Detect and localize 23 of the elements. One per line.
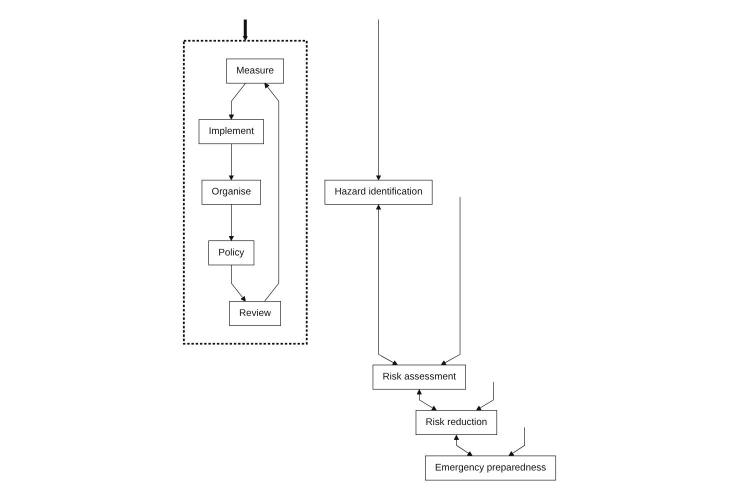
node-box: Policy [208, 240, 254, 265]
arrow [416, 388, 438, 410]
node-box: Emergency preparedness [425, 455, 556, 480]
arrow [228, 82, 246, 120]
arrow [376, 18, 382, 180]
arrow [228, 204, 234, 240]
arrow [231, 264, 246, 302]
cluster [183, 39, 308, 344]
node-box: Implement [198, 118, 264, 144]
arrow [264, 82, 280, 302]
arrow [376, 204, 398, 365]
arrow [228, 142, 234, 180]
arrow [454, 434, 473, 456]
node-box: Organise [202, 179, 262, 204]
node-box: Risk assessment [372, 364, 466, 390]
node-box: Measure [226, 58, 284, 83]
arrow [440, 196, 461, 365]
arrow [508, 426, 526, 456]
node-box: Hazard identification [324, 179, 433, 204]
arrow [476, 381, 494, 410]
node-box: Review [229, 300, 282, 326]
node-box: Risk reduction [416, 410, 498, 434]
arrow [242, 19, 248, 40]
